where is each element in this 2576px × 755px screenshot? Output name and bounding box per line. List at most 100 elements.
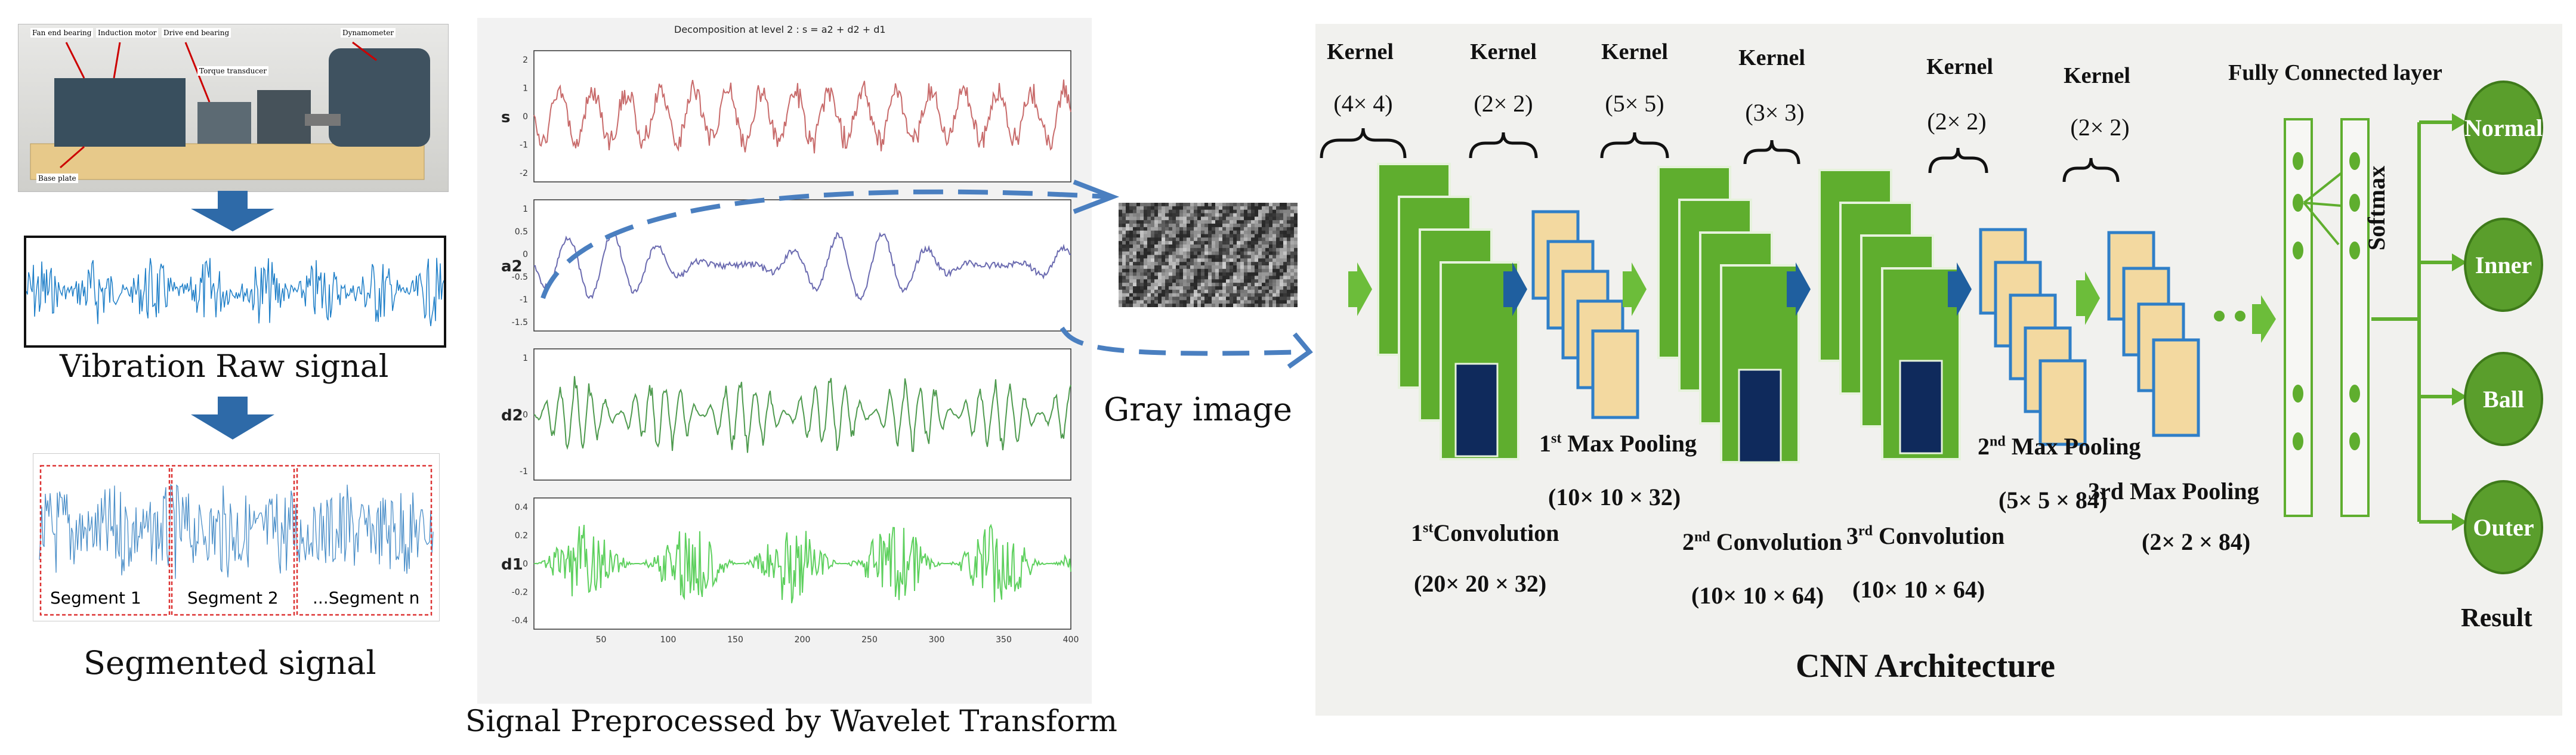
gray-pixel <box>1244 265 1248 270</box>
gray-pixel <box>1283 300 1287 304</box>
gray-pixel <box>1136 220 1141 224</box>
gray-pixel <box>1208 276 1212 280</box>
gray-pixel <box>1258 272 1262 276</box>
gray-pixel <box>1258 209 1262 213</box>
gray-pixel <box>1272 251 1277 255</box>
gray-pixel <box>1222 216 1227 221</box>
pool2-dims: (5× 5 × 84) <box>1999 487 2108 513</box>
gray-pixel <box>1187 220 1191 224</box>
gray-pixel <box>1283 286 1287 290</box>
gray-pixel <box>1176 224 1180 228</box>
gray-pixel <box>1151 289 1155 293</box>
gray-pixel <box>1233 293 1237 297</box>
wavelet-ytick: -1.5 <box>512 318 528 327</box>
gray-pixel <box>1165 296 1169 301</box>
gray-pixel <box>1158 283 1162 287</box>
gray-pixel <box>1212 224 1216 228</box>
gray-pixel <box>1129 241 1133 245</box>
gray-pixel <box>1287 296 1291 301</box>
gray-pixel <box>1144 230 1148 234</box>
gray-pixel <box>1151 268 1155 273</box>
gray-pixel <box>1144 220 1148 224</box>
gray-pixel <box>1255 209 1259 213</box>
gray-pixel <box>1176 203 1180 207</box>
gray-pixel <box>1215 279 1219 283</box>
gray-pixel <box>1179 289 1184 293</box>
gray-pixel <box>1237 227 1241 231</box>
gray-pixel <box>1294 216 1298 221</box>
gray-pixel <box>1151 262 1155 266</box>
gray-pixel <box>1251 286 1255 290</box>
gray-pixel <box>1119 272 1123 276</box>
gray-pixel <box>1140 230 1144 234</box>
gray-pixel <box>1240 203 1244 207</box>
gray-pixel <box>1262 276 1266 280</box>
gray-pixel <box>1179 206 1184 210</box>
gray-pixel <box>1240 206 1244 210</box>
gray-pixel <box>1233 262 1237 266</box>
gray-pixel <box>1212 203 1216 207</box>
wavelet-ytick: 1 <box>523 354 528 363</box>
gray-pixel <box>1194 296 1198 301</box>
gray-pixel <box>1140 247 1144 252</box>
gray-pixel <box>1233 216 1237 221</box>
rig-label-torque: Torque transducer <box>197 66 268 76</box>
wavelet-panel-frame <box>533 50 1071 182</box>
gray-pixel <box>1147 216 1151 221</box>
gray-pixel <box>1204 265 1209 270</box>
conv3-sup: rd <box>1858 523 1873 539</box>
gray-pixel <box>1269 209 1273 213</box>
gray-pixel <box>1269 283 1273 287</box>
gray-pixel <box>1226 255 1230 259</box>
gray-pixel <box>1212 209 1216 213</box>
gray-pixel <box>1240 247 1244 252</box>
wavelet-ytick: 0.2 <box>515 531 528 541</box>
gray-pixel <box>1230 293 1234 297</box>
gray-pixel <box>1172 265 1176 270</box>
gray-pixel <box>1162 230 1166 234</box>
gray-pixel <box>1233 206 1237 210</box>
kernel-title-5: Kernel <box>1926 54 1993 79</box>
gray-pixel <box>1136 227 1141 231</box>
gray-pixel <box>1126 293 1130 297</box>
gray-pixel <box>1147 279 1151 283</box>
gray-pixel <box>1255 227 1259 231</box>
gray-pixel <box>1201 227 1205 231</box>
gray-pixel <box>1190 230 1194 234</box>
conv1-feature-maps <box>1377 163 1519 460</box>
gray-pixel <box>1140 255 1144 259</box>
conv1-dims: (20× 20 × 32) <box>1414 570 1547 597</box>
gray-pixel <box>1226 230 1230 234</box>
kernel-size-1: (4× 4) <box>1333 90 1393 117</box>
gray-pixel <box>1129 237 1133 242</box>
gray-pixel <box>1251 304 1255 307</box>
gray-pixel <box>1179 262 1184 266</box>
gray-pixel <box>1133 268 1137 273</box>
gray-pixel <box>1187 296 1191 301</box>
gray-pixel <box>1230 216 1234 221</box>
gray-pixel <box>1176 279 1180 283</box>
gray-pixel <box>1176 283 1180 287</box>
gray-pixel <box>1226 296 1230 301</box>
gray-pixel <box>1147 258 1151 262</box>
gray-pixel <box>1194 279 1198 283</box>
gray-pixel <box>1179 220 1184 224</box>
gray-pixel <box>1119 283 1123 287</box>
gray-pixel <box>1183 224 1187 228</box>
gray-pixel <box>1287 247 1291 252</box>
segment-label-n: ...Segment n <box>313 588 420 608</box>
gray-pixel <box>1154 237 1159 242</box>
gray-pixel <box>1280 296 1284 301</box>
gray-pixel <box>1165 300 1169 304</box>
gray-pixel <box>1208 209 1212 213</box>
gray-pixel <box>1197 258 1201 262</box>
gray-pixel <box>1244 258 1248 262</box>
gray-pixel <box>1290 272 1295 276</box>
gray-pixel <box>1144 293 1148 297</box>
gray-pixel <box>1201 224 1205 228</box>
gray-pixel <box>1258 230 1262 234</box>
gray-pixel <box>1140 220 1144 224</box>
gray-pixel <box>1172 262 1176 266</box>
gray-pixel <box>1154 276 1159 280</box>
gray-pixel <box>1136 224 1141 228</box>
